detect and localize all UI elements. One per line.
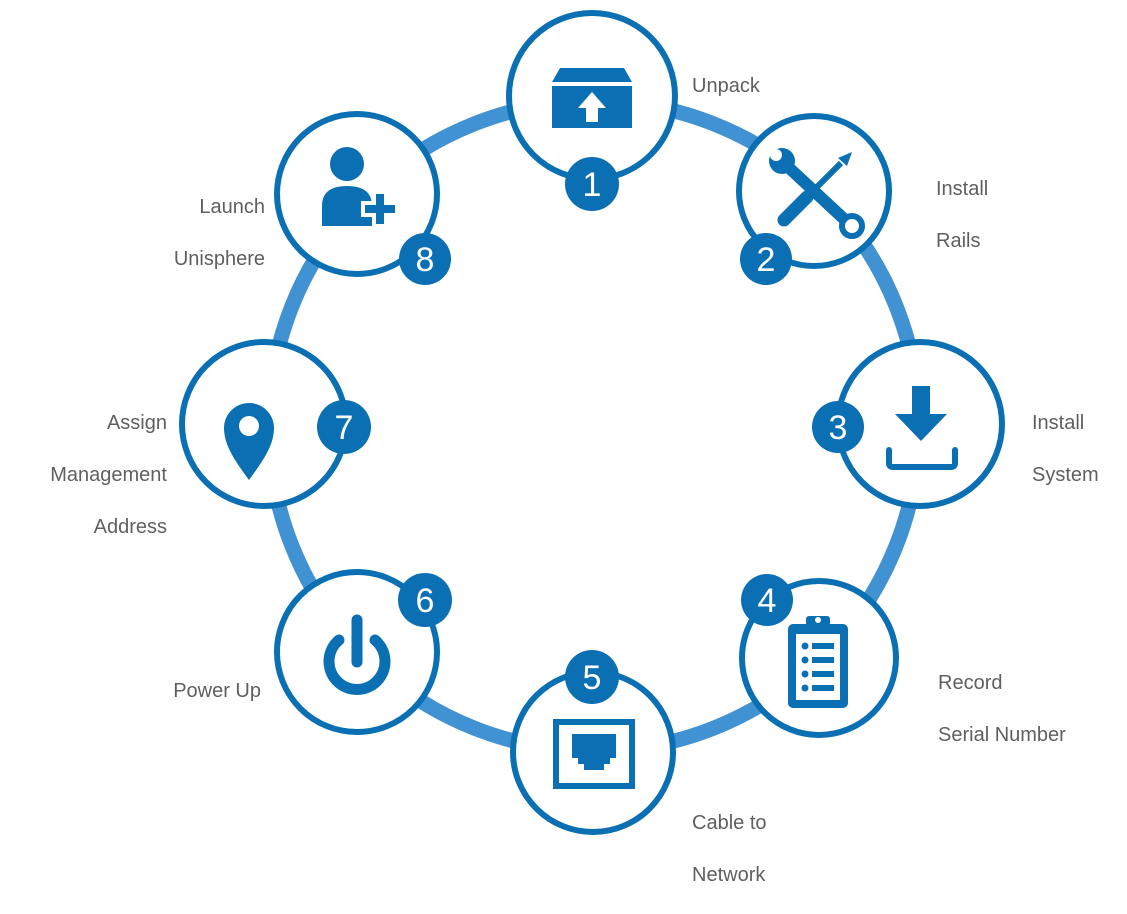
step-5-number: 5 xyxy=(583,659,602,697)
step-2-label-line-1: Install xyxy=(936,178,989,200)
download-icon xyxy=(886,386,958,470)
step-8-label: Launch Unisphere xyxy=(174,168,265,298)
step-7: 7 xyxy=(179,339,371,509)
step-5: 5 xyxy=(510,650,676,835)
step-6-label-line-1: Power Up xyxy=(173,680,261,702)
step-5-number-badge xyxy=(565,650,619,704)
step-8: 8 xyxy=(274,111,451,285)
add-user-icon xyxy=(322,147,399,228)
step-6-label: Power Up xyxy=(173,652,261,730)
step-7-number-badge xyxy=(317,400,371,454)
step-4: 4 xyxy=(739,574,899,738)
step-4-number-badge xyxy=(741,574,793,626)
step-3-label: Install System xyxy=(1032,384,1099,514)
step-7-label-line-2: Management xyxy=(50,464,167,486)
step-3-number: 3 xyxy=(829,409,848,447)
step-3: 3 xyxy=(812,339,1005,509)
step-1-number-badge xyxy=(565,157,619,211)
step-6: 6 xyxy=(274,569,452,735)
setup-cycle-diagram: 1 2 3 xyxy=(179,10,1005,835)
map-pin-icon xyxy=(224,403,274,480)
step-7-number: 7 xyxy=(335,409,354,447)
step-2-label: Install Rails xyxy=(936,150,988,280)
step-5-label: Cable to Network xyxy=(692,784,767,914)
step-5-label-line-2: Network xyxy=(692,864,766,886)
step-3-number-badge xyxy=(812,401,864,453)
step-8-label-line-1: Launch xyxy=(199,196,265,218)
step-4-label-line-2: Serial Number xyxy=(938,724,1066,746)
step-1-label: Unpack xyxy=(692,47,760,125)
step-4-label: Record Serial Number xyxy=(938,644,1066,774)
clipboard-list-icon xyxy=(788,616,848,708)
step-2-number-badge xyxy=(740,233,792,285)
box-upload-icon xyxy=(552,68,632,128)
step-3-label-line-1: Install xyxy=(1032,412,1085,434)
step-1-label-line-1: Unpack xyxy=(692,75,760,97)
step-1: 1 xyxy=(506,10,678,211)
step-7-label: Assign Management Address xyxy=(50,384,167,566)
step-2-label-line-2: Rails xyxy=(936,230,981,252)
step-4-label-line-1: Record xyxy=(938,672,1003,694)
step-2: 2 xyxy=(736,113,892,285)
step-5-label-line-1: Cable to xyxy=(692,812,767,834)
step-8-number: 8 xyxy=(416,241,435,279)
step-3-label-line-2: System xyxy=(1032,464,1099,486)
step-7-label-line-1: Assign xyxy=(106,412,167,434)
wrench-screwdriver-icon xyxy=(769,148,865,239)
step-4-number: 4 xyxy=(758,582,777,620)
step-6-number: 6 xyxy=(416,582,435,620)
power-icon xyxy=(323,614,391,695)
ethernet-port-icon xyxy=(553,719,635,789)
step-8-label-line-2: Unisphere xyxy=(173,248,265,270)
step-6-number-badge xyxy=(398,573,452,627)
step-1-number: 1 xyxy=(583,166,602,204)
step-2-number: 2 xyxy=(757,241,776,279)
step-8-number-badge xyxy=(399,233,451,285)
step-7-label-line-3: Address xyxy=(93,516,167,538)
